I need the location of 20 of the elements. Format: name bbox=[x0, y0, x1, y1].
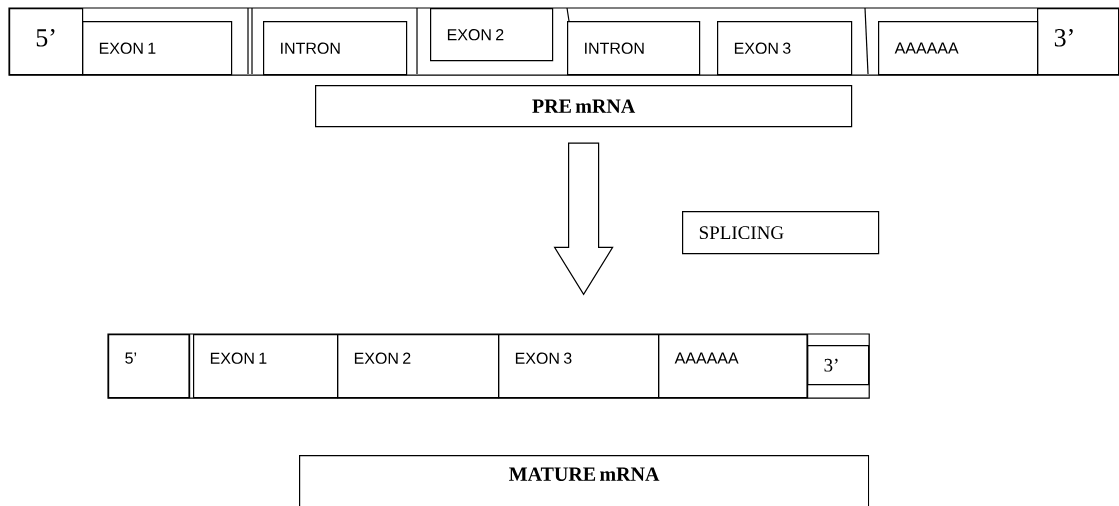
end-cell: 3’ bbox=[807, 345, 870, 386]
tail-box: AAAAAA bbox=[658, 334, 809, 399]
end-cell: 3’ bbox=[1037, 8, 1119, 76]
end-cell: 5’ bbox=[9, 8, 84, 76]
exon-box: EXON 2 bbox=[430, 8, 554, 62]
mrna-strip bbox=[8, 7, 1119, 76]
tail-box: AAAAAA bbox=[878, 21, 1039, 76]
intron-box: INTRON bbox=[567, 21, 701, 76]
block-arrow bbox=[553, 142, 614, 296]
mrna-strip bbox=[107, 333, 870, 399]
label-box: PRE mRNA bbox=[315, 85, 853, 128]
end-cell: 5’ bbox=[108, 334, 191, 399]
exon-box: EXON 2 bbox=[337, 334, 500, 399]
intron-box: INTRON bbox=[263, 21, 408, 76]
exon-box: EXON 1 bbox=[193, 334, 339, 399]
exon-box: EXON 3 bbox=[498, 334, 660, 399]
exon-box: EXON 3 bbox=[717, 21, 853, 76]
label-box: SPLICING bbox=[682, 211, 880, 255]
label-box: MATURE mRNA bbox=[299, 455, 870, 506]
exon-box: EXON 1 bbox=[82, 21, 233, 76]
